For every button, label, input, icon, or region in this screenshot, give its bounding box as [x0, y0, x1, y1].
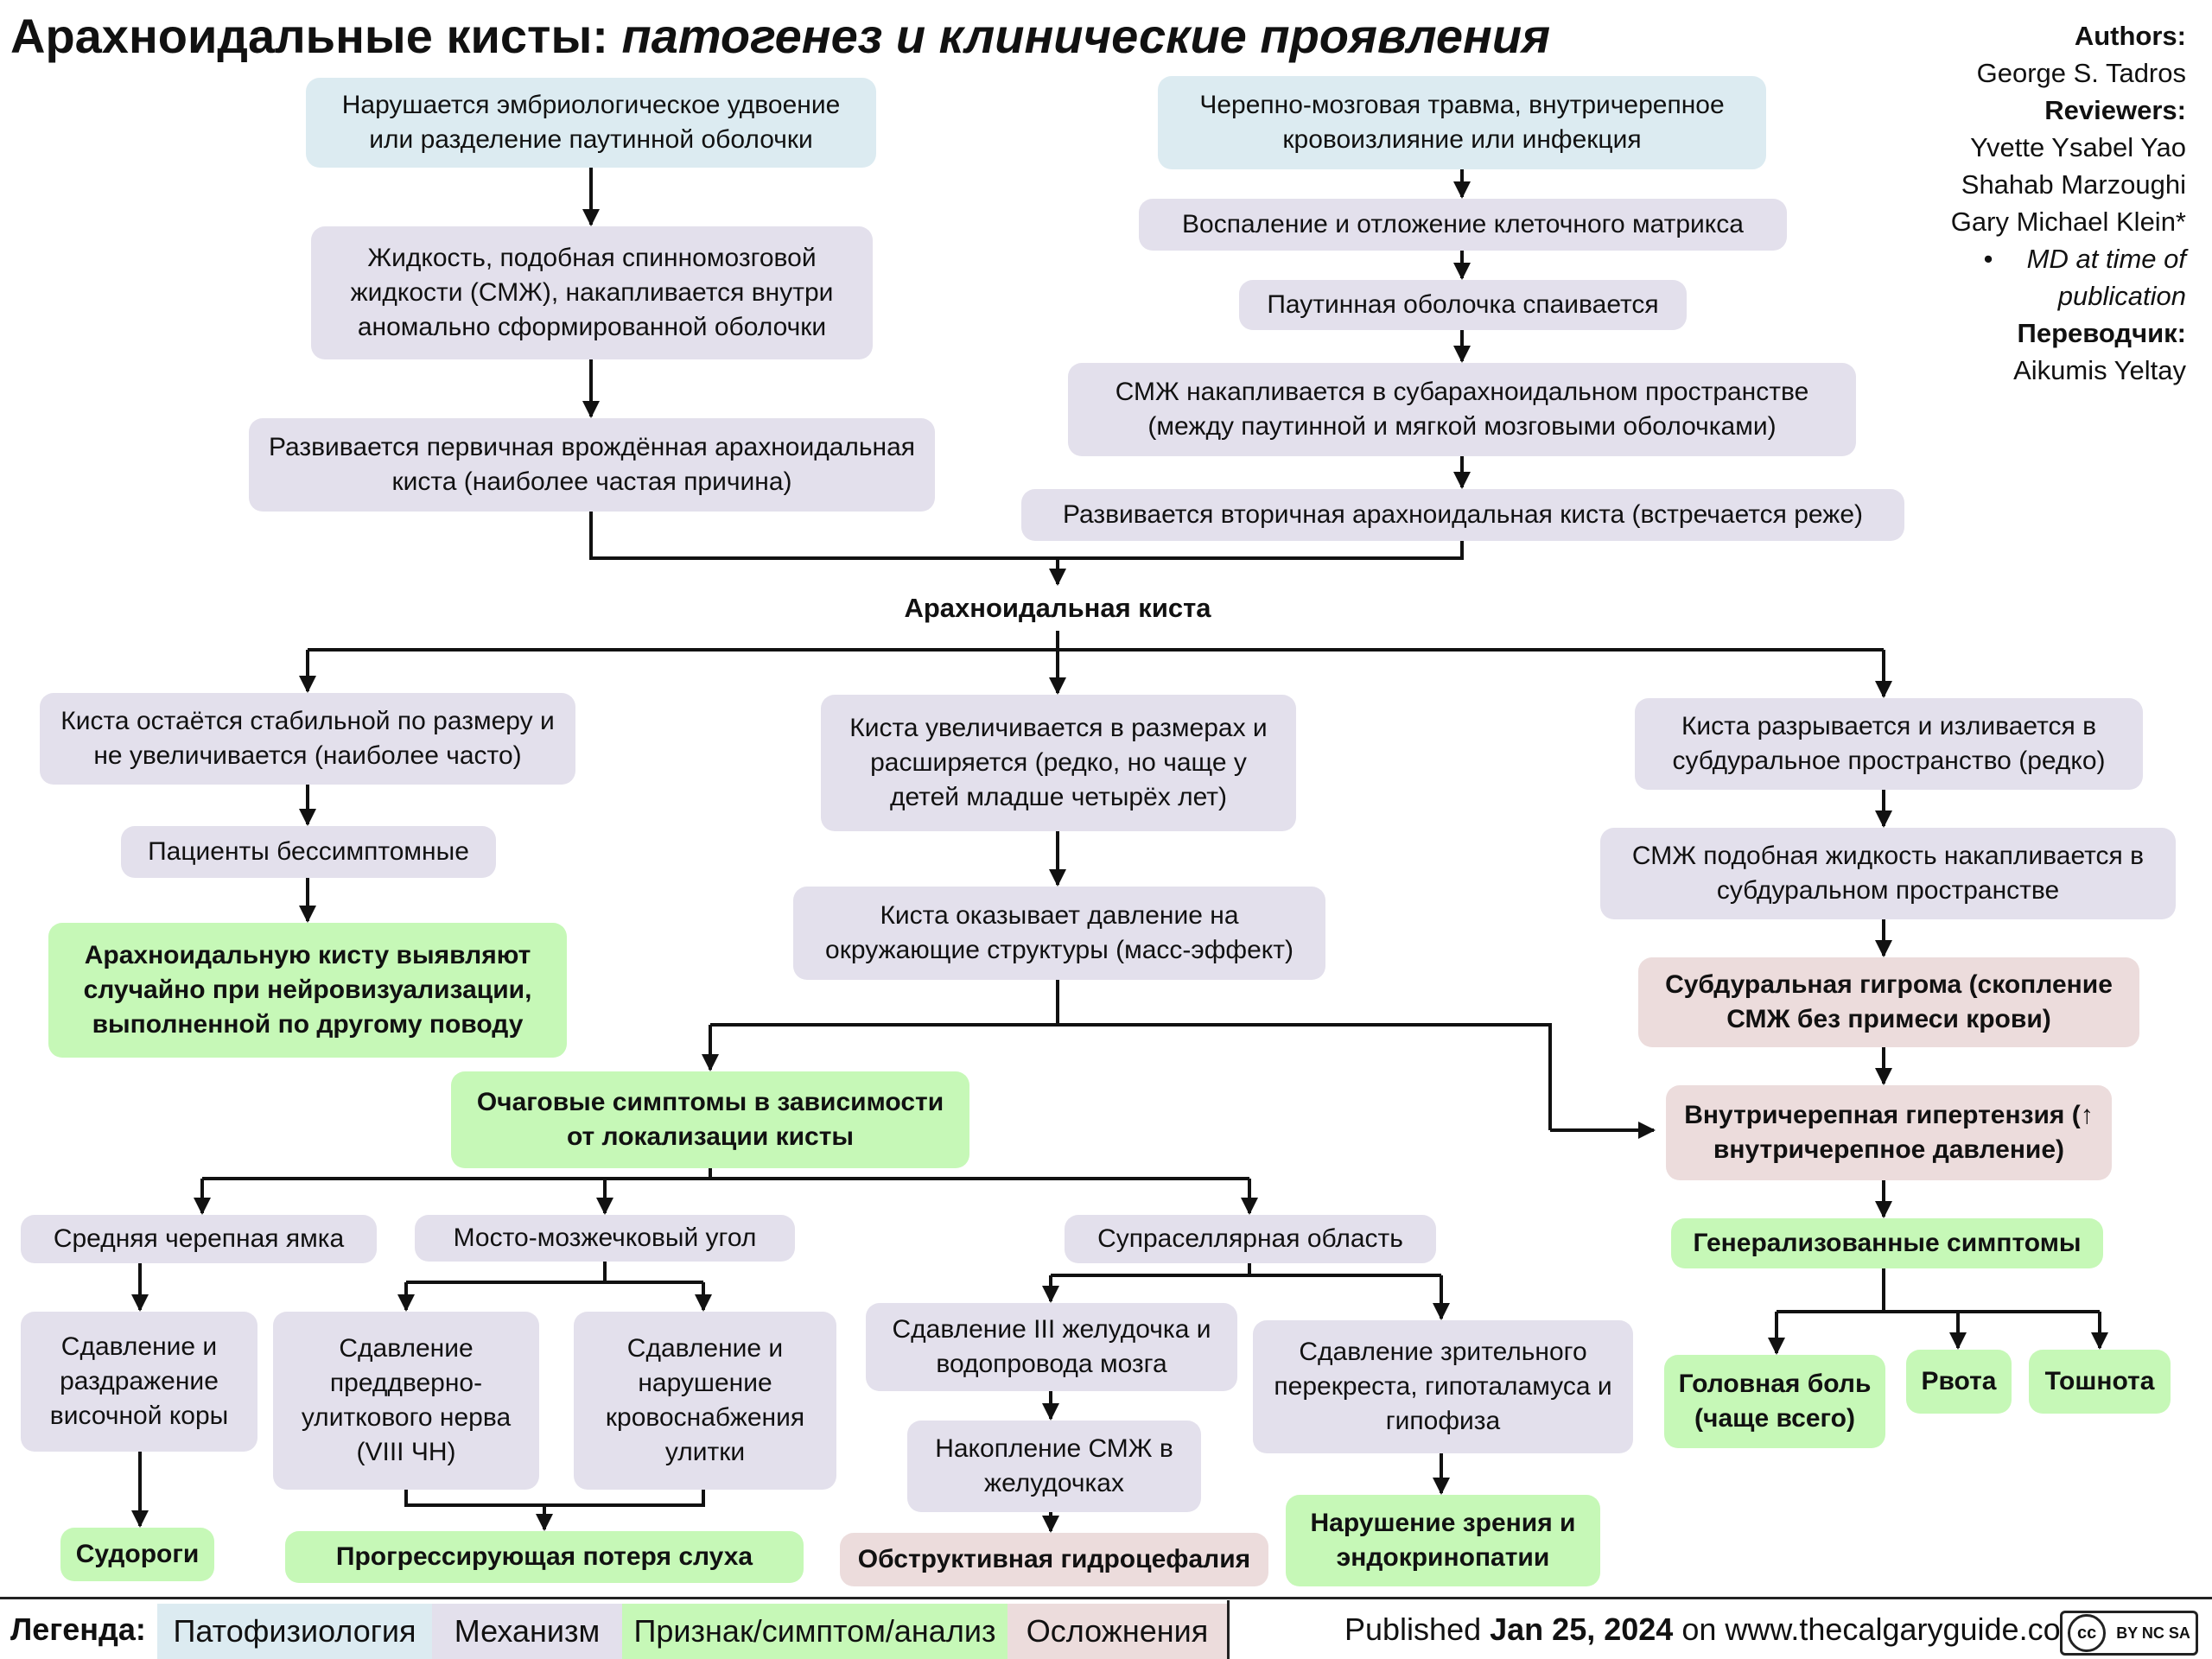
credits-panel: Authors: George S. Tadros Reviewers: Yve…: [1840, 17, 2186, 389]
cc-license-icon: cc BY NC SA: [2060, 1611, 2198, 1656]
published-site: on www.thecalgaryguide.com: [1681, 1611, 2087, 1647]
merge-connector: [589, 512, 1464, 560]
node-cn8-compression: Сдавление преддверно-улиткового нерва (V…: [273, 1312, 539, 1490]
split-connector: [710, 1023, 1552, 1130]
node-hygroma: Субдуральная гигрома (скопление СМЖ без …: [1638, 957, 2139, 1047]
node-csf-ventricles: Накопление СМЖ в желудочках: [907, 1421, 1201, 1512]
translator-label: Переводчик:: [2017, 318, 2186, 348]
node-focal-symptoms: Очаговые симптомы в зависимости от локал…: [451, 1071, 969, 1168]
node-ventricle-compression: Сдавление III желудочка и водопровода мо…: [866, 1303, 1237, 1391]
node-middle-fossa: Средняя черепная ямка: [21, 1215, 377, 1263]
footer-divider: [0, 1597, 2212, 1599]
node-inflammation: Воспаление и отложение клеточного матрик…: [1139, 199, 1787, 251]
node-seizures: Судороги: [60, 1528, 214, 1581]
published-info: Published Jan 25, 2024 on www.thecalgary…: [1344, 1611, 2087, 1647]
node-temporal-compression: Сдавление и раздражение височной коры: [21, 1312, 257, 1452]
page-title: Арахноидальные кисты: патогенез и клинич…: [10, 3, 1911, 69]
node-arachnoid-cyst: Арахноидальная киста: [904, 593, 1211, 623]
legend-complications: Осложнения: [1007, 1604, 1227, 1659]
reviewers-label: Reviewers:: [2044, 95, 2186, 125]
legend-sign-symptom: Признак/симптом/анализ: [622, 1604, 1007, 1659]
node-vomiting: Рвота: [1906, 1350, 2012, 1414]
node-cyst-enlarges: Киста увеличивается в размерах и расширя…: [821, 695, 1296, 831]
published-date: Jan 25, 2024: [1490, 1611, 1674, 1647]
reviewer-name: Gary Michael Klein*: [1950, 207, 2186, 237]
merge-connector: [404, 1490, 705, 1507]
node-mass-effect: Киста оказывает давление на окружающие с…: [793, 887, 1325, 980]
legend-divider: [1227, 1600, 1230, 1659]
title-subtitle: патогенез и клинические проявления: [621, 9, 1551, 63]
authors-label: Authors:: [2074, 21, 2186, 51]
md-note: •MD at time of: [1840, 240, 2186, 277]
node-cochlea-compression: Сдавление и нарушение кровоснабжения ули…: [574, 1312, 836, 1490]
node-hydrocephalus: Обструктивная гидроцефалия: [840, 1533, 1268, 1586]
node-chiasm-compression: Сдавление зрительного перекреста, гипота…: [1253, 1320, 1633, 1453]
license-terms: BY NC SA: [2116, 1624, 2190, 1642]
node-vision-endocrine: Нарушение зрения и эндокринопатии: [1286, 1495, 1600, 1586]
reviewer-name: Shahab Marzoughi: [1961, 169, 2186, 200]
node-nausea: Тошнота: [2029, 1350, 2171, 1414]
node-hearing-loss: Прогрессирующая потеря слуха: [285, 1531, 804, 1583]
reviewer-name: Yvette Ysabel Yao: [1970, 132, 2186, 162]
node-csf-accumulates-abnormal: Жидкость, подобная спинномозговой жидкос…: [311, 226, 873, 359]
node-cyst-stable: Киста остаётся стабильной по размеру и н…: [40, 693, 575, 785]
legend-mechanism: Механизм: [432, 1604, 622, 1659]
md-note-cont: publication: [2057, 281, 2186, 311]
node-icp: Внутричерепная гипертензия (↑ внутричере…: [1666, 1085, 2112, 1180]
node-cpa: Мосто-мозжечковый угол: [415, 1215, 795, 1262]
node-headache: Головная боль (чаще всего): [1664, 1355, 1885, 1448]
node-tbi: Черепно-мозговая травма, внутричерепное …: [1158, 76, 1766, 169]
legend-label: Легенда:: [10, 1611, 146, 1647]
title-main: Арахноидальные кисты:: [10, 9, 608, 63]
node-incidental: Арахноидальную кисту выявляют случайно п…: [48, 923, 567, 1058]
node-csf-subdural: СМЖ подобная жидкость накапливается в су…: [1600, 828, 2176, 919]
node-arachnoid-adhesion: Паутинная оболочка спаивается: [1239, 280, 1687, 330]
author-name: George S. Tadros: [1976, 58, 2186, 88]
legend-pathophysiology: Патофизиология: [157, 1604, 432, 1659]
cc-icon: cc: [2068, 1614, 2107, 1652]
node-suprasellar: Супраселлярная область: [1065, 1215, 1436, 1263]
bullet-icon: •: [1983, 244, 1993, 274]
node-cyst-ruptures: Киста разрывается и изливается в субдура…: [1635, 698, 2143, 790]
node-primary-cyst: Развивается первичная врождённая арахнои…: [249, 418, 935, 512]
translator-name: Aikumis Yeltay: [2013, 355, 2186, 385]
node-embryo-failure: Нарушается эмбриологическое удвоение или…: [306, 78, 876, 168]
node-asymptomatic: Пациенты бессимптомные: [121, 826, 496, 878]
node-secondary-cyst: Развивается вторичная арахноидальная кис…: [1021, 489, 1904, 541]
node-generalized: Генерализованные симптомы: [1671, 1218, 2103, 1268]
node-csf-subarachnoid: СМЖ накапливается в субарахноидальном пр…: [1068, 363, 1856, 456]
